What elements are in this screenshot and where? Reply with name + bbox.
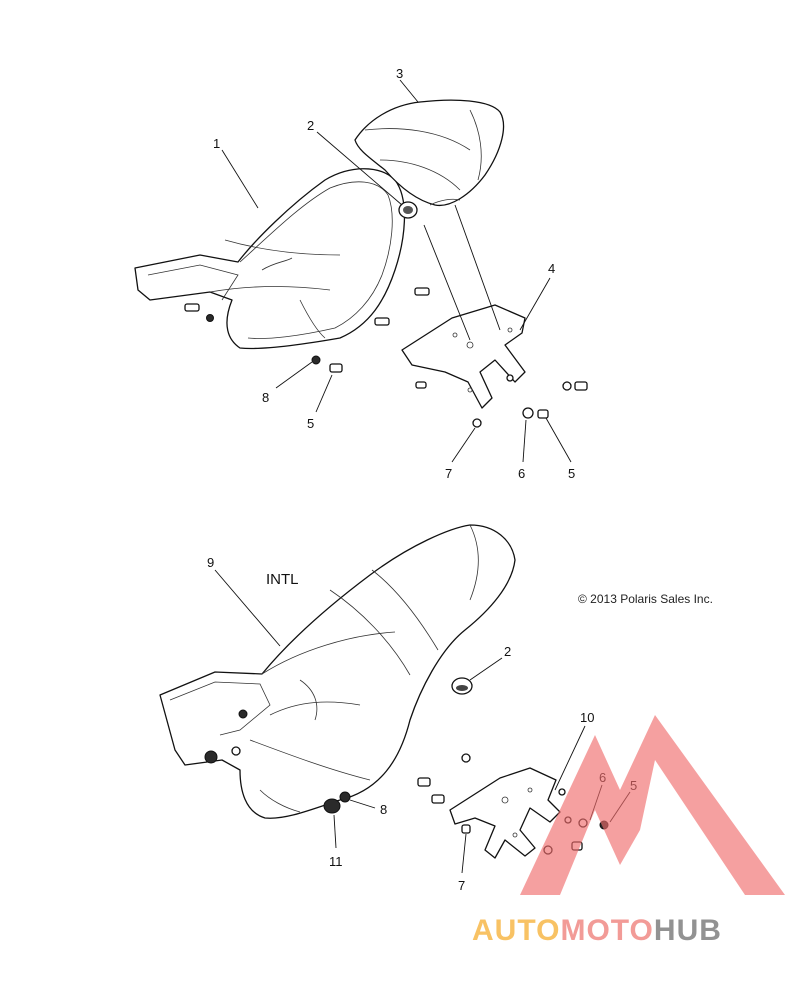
watermark-triangle-icon [520,715,785,895]
bumper-drawing-lower [451,677,473,695]
bracket-drawing-upper [401,304,526,409]
callout-lower-8: 8 [380,802,387,817]
fasteners-upper [184,287,588,428]
rider-seat-drawing [134,168,406,350]
callout-upper-1: 1 [213,136,220,151]
variant-label: INTL [266,571,299,588]
callout-upper-4: 4 [548,261,555,276]
intl-seat-drawing [159,524,516,819]
callout-upper-6: 6 [518,466,525,481]
callout-upper-5a: 5 [307,416,314,431]
callout-lower-2: 2 [504,644,511,659]
callout-upper-8: 8 [262,390,269,405]
watermark-text: AUTOMOTOHUB [472,914,722,947]
callout-upper-7: 7 [445,466,452,481]
callout-lower-7: 7 [458,878,465,893]
leader-lines-upper [221,79,572,463]
copyright-text: © 2013 Polaris Sales Inc. [578,592,713,606]
passenger-pad-drawing [354,99,505,207]
callout-upper-3: 3 [396,66,403,81]
callout-upper-2: 2 [307,118,314,133]
callout-lower-9: 9 [207,555,214,570]
upper-assembly: 1 2 3 4 8 5 7 6 5 [134,66,588,481]
watermark-logo: AUTOMOTOHUB [472,715,785,947]
watermark-moto: MOTO [560,914,653,947]
watermark-hub: HUB [654,914,722,947]
callout-lower-10: 10 [580,710,594,725]
bumper-drawing-upper [398,201,418,219]
bracket-drawing-lower [449,767,561,859]
callout-lower-11: 11 [329,854,343,869]
watermark-auto: AUTO [472,914,560,947]
callout-upper-5b: 5 [568,466,575,481]
